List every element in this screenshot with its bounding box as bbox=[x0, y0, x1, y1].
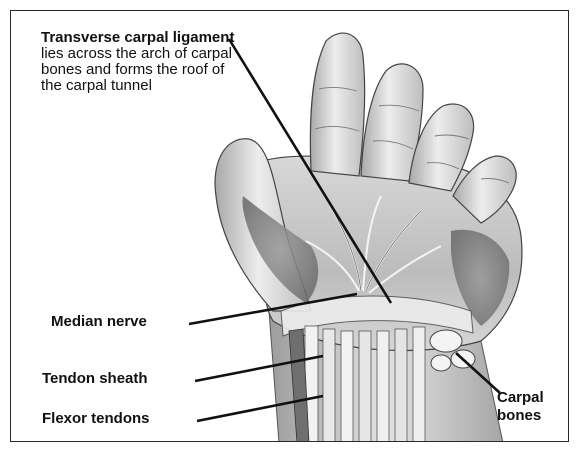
tendon-sheath-label: Tendon sheath bbox=[42, 371, 148, 387]
carpal-bones-label: Carpal bones bbox=[497, 389, 544, 425]
carpal-bones-label-line1: Carpal bbox=[497, 389, 544, 407]
flexor-tendons-label: Flexor tendons bbox=[42, 411, 150, 427]
diagram-frame: Transverse carpal ligament lies across t… bbox=[10, 10, 569, 442]
index-finger bbox=[310, 33, 364, 176]
carpal-bones-label-line2: bones bbox=[497, 407, 544, 425]
flexor-tendons bbox=[305, 326, 425, 442]
median-nerve-label: Median nerve bbox=[51, 314, 147, 330]
ligament-callout: Transverse carpal ligament lies across t… bbox=[41, 30, 241, 94]
ligament-bold-label: Transverse carpal ligament bbox=[41, 29, 234, 46]
ligament-description: lies across the arch of carpal bones and… bbox=[41, 45, 232, 94]
